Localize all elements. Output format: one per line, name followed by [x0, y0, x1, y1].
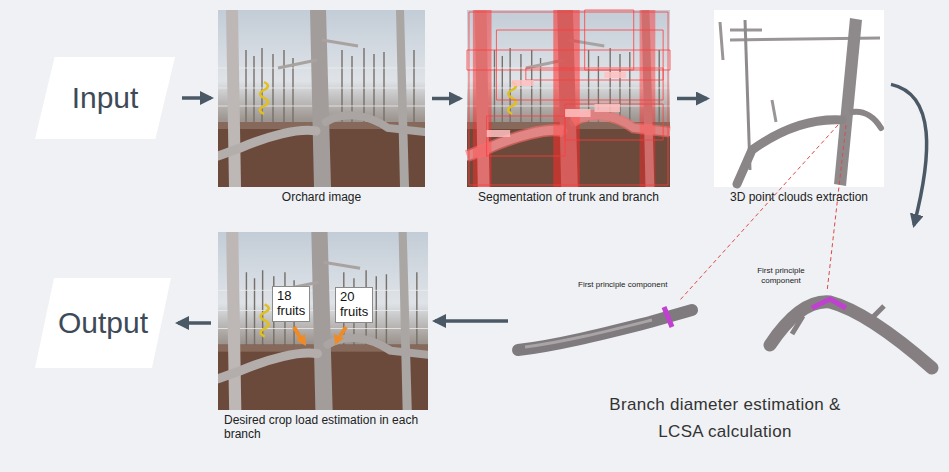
- orange-arrowhead: [296, 334, 306, 346]
- point-cloud: [720, 18, 881, 186]
- parallelogram-fill: [35, 278, 171, 368]
- branch-highlight: [525, 320, 652, 347]
- image-panel: Desired crop load estimation in each bra…: [218, 232, 428, 410]
- bounding-boxes: [467, 10, 670, 185]
- flow-arrow: [178, 321, 211, 325]
- fruit-count: 18 fruits: [277, 289, 305, 319]
- point-cloud-ground: [714, 10, 884, 187]
- cloud-branch: [852, 112, 881, 128]
- count-tag: 18 fruits: [272, 286, 310, 322]
- io-label: Input: [72, 81, 139, 115]
- panel-caption: 3D point clouds extraction: [730, 190, 868, 204]
- image-panel: Segmentation of trunk and branch: [467, 10, 670, 187]
- flow-arrow: [891, 84, 927, 225]
- zoom-lines: [680, 125, 846, 300]
- process-panel: Branch diameter estimation & LCSA calcul…: [515, 232, 935, 457]
- panel-caption: Orchard image: [282, 190, 361, 204]
- output-photo: [218, 232, 428, 410]
- annotation-label: First principle component: [750, 266, 812, 285]
- principal-component-mark: [812, 299, 846, 308]
- annotation-label: First principle component: [578, 280, 667, 290]
- orange-arrow: [340, 327, 346, 336]
- flow-arrow: [432, 97, 460, 101]
- image-panel: 3D point clouds extraction: [714, 10, 884, 187]
- trunk-mask: [473, 10, 492, 187]
- count-tag: 20 fruits: [335, 287, 373, 323]
- io-parallelogram: Input: [35, 57, 175, 139]
- panel-caption: Desired crop load estimation in each bra…: [224, 413, 424, 442]
- flow-arrow: [677, 97, 707, 101]
- trunk-mask: [553, 10, 579, 187]
- parallelogram-fill: [35, 57, 175, 139]
- panel-caption: Segmentation of trunk and branch: [478, 190, 659, 204]
- orchard-photo: [218, 10, 425, 187]
- branch-renders: [518, 299, 932, 368]
- trunk-mask: [640, 10, 656, 187]
- step-title: Branch diameter estimation & LCSA calcul…: [600, 392, 850, 445]
- pointer-arrows: [294, 327, 346, 346]
- cloud-trunk: [834, 18, 862, 186]
- fruit-count: 20 fruits: [340, 290, 368, 320]
- io-parallelogram: Output: [35, 278, 171, 368]
- branch-mask: [467, 130, 563, 156]
- orange-arrowhead: [334, 334, 344, 345]
- orange-arrow: [294, 327, 301, 339]
- small-masks: [487, 72, 626, 137]
- branch-render: [770, 302, 932, 368]
- image-panel: Orchard image: [218, 10, 425, 187]
- principal-component-mark: [664, 307, 672, 327]
- cloud-branch: [737, 120, 842, 184]
- branch-mask: [573, 115, 670, 132]
- flow-arrow: [182, 96, 211, 100]
- branch-stubs: [792, 306, 884, 334]
- segmentation-photo: [467, 10, 670, 187]
- flow-arrow: [435, 319, 508, 323]
- segmentation-overlay: [467, 10, 670, 187]
- io-label: Output: [58, 306, 148, 340]
